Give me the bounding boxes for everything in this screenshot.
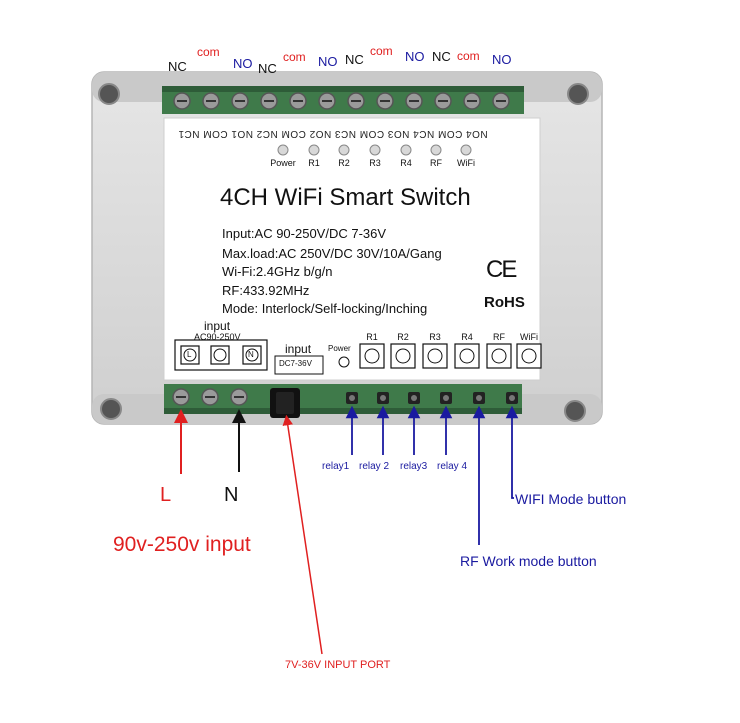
spec-input: Input:AC 90-250V/DC 7-36V bbox=[222, 226, 387, 241]
top-terminal-label: com bbox=[197, 45, 220, 59]
button-label: RF bbox=[493, 332, 505, 342]
led-indicator bbox=[400, 144, 412, 156]
module-title: 4CH WiFi Smart Switch bbox=[220, 184, 471, 211]
led-label: RF bbox=[430, 158, 442, 168]
label-panel bbox=[163, 117, 541, 381]
ac-terminal-n-label: N bbox=[248, 350, 254, 359]
top-terminal-label: NO bbox=[405, 49, 425, 64]
mount-hole bbox=[98, 83, 120, 105]
dc-input-range: DC7-36V bbox=[279, 359, 312, 368]
button-circle bbox=[459, 348, 475, 364]
spec-rf: RF:433.92MHz bbox=[222, 283, 310, 298]
dc-input-panel bbox=[274, 355, 350, 375]
dc-port-callout: 7V-36V INPUT PORT bbox=[285, 659, 391, 671]
top-terminal-label: com bbox=[370, 44, 393, 58]
power-indicator-circle bbox=[338, 356, 350, 368]
callout-arrows bbox=[174, 405, 519, 655]
led-indicator bbox=[308, 144, 320, 156]
rohs-mark-text: RoHS bbox=[484, 294, 525, 311]
terminal-strip-print: NO4 COM NC4 NO3 COM NC3 NO2 COM NC2 NO1 … bbox=[178, 128, 488, 139]
power-indicator-label: Power bbox=[328, 344, 351, 353]
top-terminal-label: NO bbox=[318, 54, 338, 69]
led-indicator bbox=[277, 144, 289, 156]
relay2-callout: relay 2 bbox=[359, 461, 390, 472]
mount-hole bbox=[567, 83, 589, 105]
top-terminal-label: NO bbox=[233, 56, 253, 71]
ac-input-range-callout: 90v-250v input bbox=[113, 533, 251, 556]
top-terminal-label: com bbox=[457, 49, 480, 63]
led-indicator bbox=[460, 144, 472, 156]
ac-input-range: AC90-250V bbox=[194, 332, 241, 342]
led-label: Power bbox=[270, 158, 296, 168]
button-box bbox=[486, 343, 512, 369]
ac-input-panel bbox=[174, 339, 268, 371]
top-terminal-label: NC bbox=[345, 52, 364, 67]
dc-input-heading: input bbox=[285, 342, 312, 356]
led-label: R4 bbox=[400, 158, 412, 168]
bottom-terminal-block bbox=[164, 384, 522, 418]
wifi-button-arrow bbox=[505, 405, 519, 499]
led-row bbox=[277, 144, 472, 156]
led-label: R3 bbox=[369, 158, 381, 168]
button-circle bbox=[521, 348, 537, 364]
top-terminal-label: NC bbox=[258, 61, 277, 76]
button-circle bbox=[364, 348, 380, 364]
top-terminal-block bbox=[162, 86, 524, 114]
button-circle bbox=[395, 348, 411, 364]
led-label: R1 bbox=[308, 158, 320, 168]
led-label: R2 bbox=[338, 158, 350, 168]
button-box bbox=[359, 343, 385, 369]
rf-button-callout: RF Work mode button bbox=[460, 553, 597, 569]
button-label: R2 bbox=[397, 332, 409, 342]
button-box bbox=[390, 343, 416, 369]
top-terminal-label: NO bbox=[492, 52, 512, 67]
ce-mark-text: CE bbox=[486, 256, 517, 283]
live-callout: L bbox=[160, 484, 172, 506]
button-circle bbox=[427, 348, 443, 364]
button-label: WiFi bbox=[520, 332, 538, 342]
button-label: R4 bbox=[461, 332, 473, 342]
relay4-callout: relay 4 bbox=[437, 461, 468, 472]
spec-wifi: Wi-Fi:2.4GHz b/g/n bbox=[222, 264, 333, 279]
button-circle bbox=[491, 348, 507, 364]
spec-max-load: Max.load:AC 250V/DC 30V/10A/Gang bbox=[222, 246, 442, 261]
button-box bbox=[422, 343, 448, 369]
top-terminal-label: com bbox=[283, 50, 306, 64]
button-row bbox=[359, 343, 542, 369]
neutral-callout: N bbox=[224, 484, 239, 506]
relay1-callout: relay1 bbox=[322, 461, 350, 472]
mount-hole bbox=[564, 400, 586, 422]
led-indicator bbox=[338, 144, 350, 156]
button-label: R3 bbox=[429, 332, 441, 342]
mount-hole bbox=[100, 398, 122, 420]
spec-mode: Mode: Interlock/Self-locking/Inching bbox=[222, 301, 428, 316]
button-box bbox=[454, 343, 480, 369]
button-label: R1 bbox=[366, 332, 378, 342]
ac-terminal-l-label: L bbox=[187, 350, 192, 359]
led-indicator bbox=[369, 144, 381, 156]
top-terminal-label: NC bbox=[168, 59, 187, 74]
relay3-callout: relay3 bbox=[400, 461, 428, 472]
dc-port-arrow bbox=[282, 414, 323, 655]
top-terminal-label: NC bbox=[432, 49, 451, 64]
led-label: WiFi bbox=[457, 158, 475, 168]
wifi-button-callout: WIFI Mode button bbox=[515, 491, 627, 507]
ac-input-heading: input bbox=[204, 319, 231, 333]
led-indicator bbox=[430, 144, 442, 156]
button-box bbox=[516, 343, 542, 369]
